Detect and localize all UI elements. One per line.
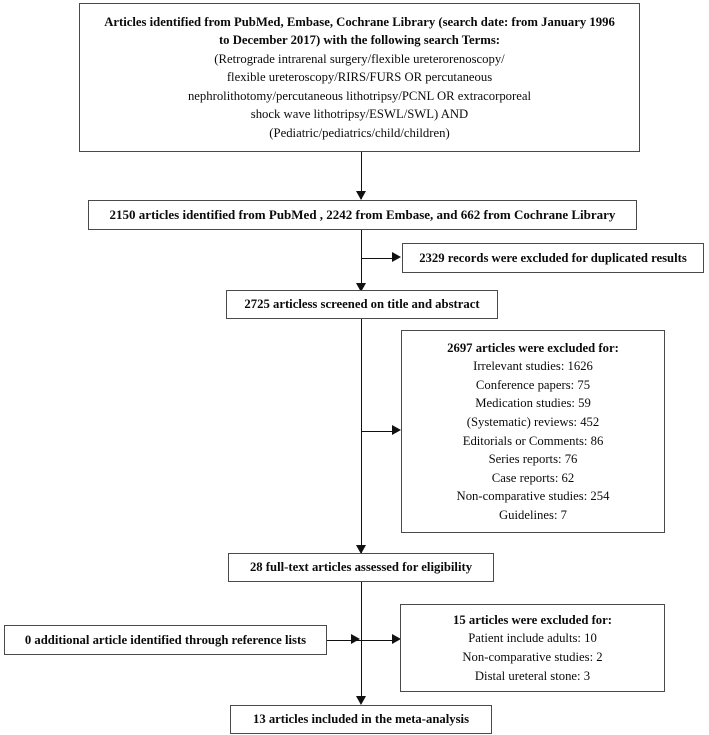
records-found-line-1: 2150 articles identified from PubMed , 2… <box>109 206 616 222</box>
box-included: 13 articles included in the meta-analysi… <box>230 705 492 734</box>
identification-line-7: (Pediatric/pediatrics/child/children) <box>269 125 450 140</box>
screening-excluded-reason-8: Non-comparative studies: 254 <box>456 489 610 504</box>
arrowhead-down-to-included <box>356 696 366 705</box>
connector-identification-to-records <box>361 152 362 199</box>
arrowhead-right-to-eligibility-exclusions <box>392 634 401 644</box>
connector-fulltext-to-eligibility-exclusions <box>361 640 394 641</box>
connector-screened-to-exclusions <box>361 431 394 432</box>
box-duplicates-excluded: 2329 records were excluded for duplicate… <box>402 243 704 273</box>
screening-excluded-heading: 2697 articles were excluded for: <box>447 340 619 355</box>
identification-line-6: shock wave lithotripsy/ESWL/SWL) AND <box>250 107 469 122</box>
box-records-found: 2150 articles identified from PubMed , 2… <box>88 200 637 230</box>
box-screened: 2725 articless screened on title and abs… <box>226 290 498 319</box>
box-additional-records: 0 additional article identified through … <box>4 625 327 655</box>
screening-excluded-reason-7: Case reports: 62 <box>491 470 575 485</box>
screening-excluded-reason-6: Series reports: 76 <box>488 452 578 467</box>
box-fulltext-assessed: 28 full-text articles assessed for eligi… <box>228 553 494 582</box>
identification-line-3: (Retrograde intrarenal surgery/flexible … <box>214 51 505 66</box>
box-screening-excluded: 2697 articles were excluded for: Irrelev… <box>401 330 665 533</box>
identification-line-4: flexible ureteroscopy/RIRS/FURS OR percu… <box>226 70 493 85</box>
included-line-1: 13 articles included in the meta-analysi… <box>252 712 470 727</box>
connector-records-to-screened <box>361 230 362 290</box>
screening-excluded-reason-9: Guidelines: 7 <box>498 507 567 522</box>
additional-records-line-1: 0 additional article identified through … <box>24 632 307 647</box>
eligibility-excluded-reason-1: Patient include adults: 10 <box>468 631 597 646</box>
arrowhead-right-crossing-spine <box>351 634 360 644</box>
screening-excluded-reason-2: Conference papers: 75 <box>475 377 591 392</box>
screening-excluded-reason-4: (Systematic) reviews: 452 <box>466 414 600 429</box>
eligibility-excluded-heading: 15 articles were excluded for: <box>452 612 612 627</box>
arrowhead-right-to-screening-exclusions <box>392 425 401 435</box>
identification-line-1: Articles identified from PubMed, Embase,… <box>104 14 615 29</box>
box-eligibility-excluded: 15 articles were excluded for: Patient i… <box>400 604 665 692</box>
eligibility-excluded-reason-2: Non-comparative studies: 2 <box>462 650 603 664</box>
duplicates-excluded-line-1: 2329 records were excluded for duplicate… <box>419 250 687 265</box>
eligibility-excluded-reason-3: Distal ureteral stone: 3 <box>474 668 591 683</box>
identification-line-5: nephrolithotomy/percutaneous lithotripsy… <box>187 88 532 103</box>
arrowhead-down-to-fulltext <box>356 545 366 554</box>
connector-screened-to-fulltext <box>361 319 362 553</box>
connector-records-to-duplicates <box>361 258 394 259</box>
screening-excluded-reason-3: Medication studies: 59 <box>475 396 591 411</box>
fulltext-assessed-line-1: 28 full-text articles assessed for eligi… <box>249 560 473 575</box>
screened-line-1: 2725 articless screened on title and abs… <box>244 297 480 312</box>
box-identification: Articles identified from PubMed, Embase,… <box>79 3 640 152</box>
screening-excluded-reason-1: Irrelevant studies: 1626 <box>473 359 593 374</box>
arrowhead-down-to-screened <box>356 283 366 292</box>
screening-excluded-reason-5: Editorials or Comments: 86 <box>462 433 604 448</box>
arrowhead-down-to-records <box>356 191 366 200</box>
identification-line-2: to December 2017) with the following sea… <box>218 33 501 48</box>
connector-additional-to-spine <box>327 640 361 641</box>
arrowhead-right-to-duplicates <box>392 252 401 262</box>
